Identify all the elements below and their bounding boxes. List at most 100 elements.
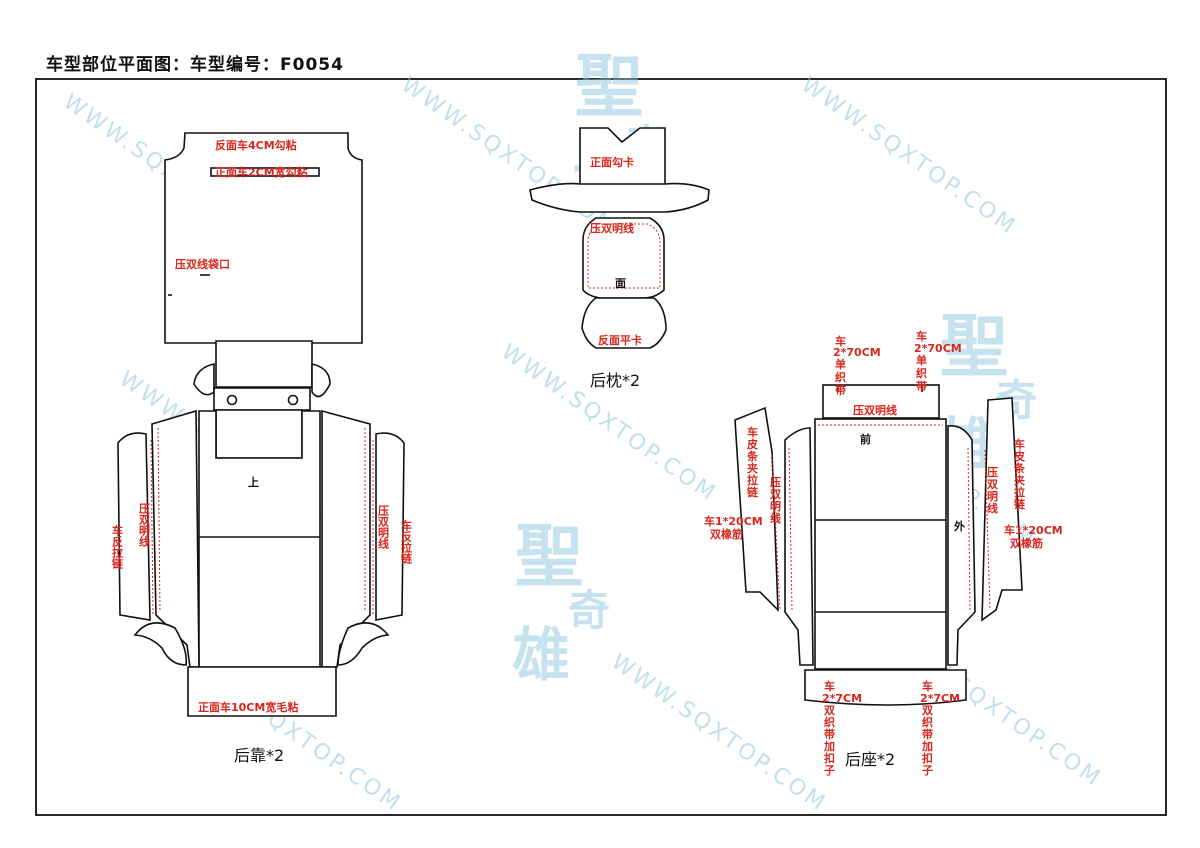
backrest-top-panel <box>164 132 363 344</box>
seat-right-outer-flap <box>981 397 1023 622</box>
svg-text:双橡筋: 双橡筋 <box>710 527 743 541</box>
svg-text:子: 子 <box>922 764 933 777</box>
backrest-top-note: 反面车4CM勾粘 <box>215 138 297 152</box>
svg-text:明: 明 <box>987 490 998 503</box>
svg-text:线: 线 <box>987 501 998 515</box>
seat-front-mark: 前 <box>860 432 871 446</box>
backrest-pocket-note: 压双线袋口 <box>175 257 230 271</box>
svg-text:车: 车 <box>922 679 933 693</box>
backrest-left-ear <box>193 363 215 396</box>
svg-text:双: 双 <box>770 488 781 501</box>
svg-text:条: 条 <box>746 449 759 463</box>
seat-left-side <box>784 427 814 666</box>
backrest-bottom-strip <box>187 666 337 717</box>
backrest-bottom-note: 正面车10CM宽毛粘 <box>198 700 298 714</box>
seat-front-seam: 压双明线 <box>853 403 897 417</box>
backrest-right-zip: 车反拉链 <box>400 519 413 565</box>
backrest-velcro-strip <box>210 167 320 177</box>
headrest-pattern: 正面勾卡 压双明线 面 反面平卡 后枕*2 <box>529 127 710 390</box>
svg-text:2*7CM: 2*7CM <box>920 692 960 705</box>
svg-text:加: 加 <box>921 739 933 753</box>
seat-strap-left-label: 车 2*70CM 单 织 带 <box>833 334 881 397</box>
svg-text:子: 子 <box>824 764 835 777</box>
page-title: 车型部位平面图：车型编号：F0054 <box>46 55 344 75</box>
svg-text:双橡筋: 双橡筋 <box>1010 536 1043 550</box>
svg-text:条: 条 <box>1013 461 1026 475</box>
svg-text:带: 带 <box>824 727 835 741</box>
svg-text:车: 车 <box>916 329 927 343</box>
seat-right-side-note: 车 皮 条 夹 拉 链 <box>1013 437 1026 511</box>
backrest-caption: 后靠*2 <box>234 746 284 765</box>
svg-text:雄: 雄 <box>512 621 570 689</box>
svg-text:单: 单 <box>835 357 846 371</box>
backrest-pattern: 反面车4CM勾粘 正面车2CM宽勾粘 压双线袋口 上 压双明线 车反拉链 压双明… <box>111 132 413 765</box>
backrest-left-flap <box>133 622 188 666</box>
svg-text:车: 车 <box>747 425 758 439</box>
svg-text:2*70CM: 2*70CM <box>833 346 881 359</box>
svg-text:织: 织 <box>922 715 933 729</box>
seat-bottom-left-note: 车 2*7CM 双 织 带 加 扣 子 <box>822 679 862 777</box>
backrest-right-ear <box>311 363 331 398</box>
svg-text:双: 双 <box>987 478 998 491</box>
svg-text:皮: 皮 <box>746 437 758 451</box>
svg-text:带: 带 <box>922 727 933 741</box>
headrest-caption: 后枕*2 <box>590 371 640 390</box>
svg-text:车: 车 <box>1014 437 1025 451</box>
backrest-right-zip-panel <box>375 432 405 621</box>
svg-text:压: 压 <box>987 465 998 479</box>
backrest-left-zip: 车反拉链 <box>111 524 124 570</box>
seat-left-seam-note: 压 双 明 线 <box>770 475 781 525</box>
svg-text:车: 车 <box>835 334 846 348</box>
svg-text:扣: 扣 <box>824 751 835 765</box>
seat-right-side <box>947 424 976 666</box>
svg-text:带: 带 <box>835 383 846 397</box>
svg-text:聖: 聖 <box>515 517 583 597</box>
watermark-text: WWW.SQXTOP.COM <box>797 72 1022 240</box>
svg-text:织: 织 <box>824 715 835 729</box>
svg-text:链: 链 <box>1014 497 1026 511</box>
headrest-seam-note: 压双明线 <box>590 221 634 235</box>
backrest-insert <box>215 409 303 459</box>
svg-text:聖: 聖 <box>940 307 1008 387</box>
brand-logo-watermark: 聖 奇 雄 <box>512 517 610 689</box>
svg-text:带: 带 <box>916 379 927 393</box>
svg-text:双: 双 <box>824 704 835 717</box>
backrest-right-seam: 压双明线 <box>377 504 390 550</box>
seat-outer-mark: 外 <box>953 519 965 533</box>
svg-text:扣: 扣 <box>922 751 933 765</box>
svg-text:线: 线 <box>770 511 781 525</box>
svg-text:聖: 聖 <box>575 47 643 127</box>
svg-text:织: 织 <box>916 366 927 380</box>
svg-text:皮: 皮 <box>1013 449 1025 463</box>
headrest-wing <box>529 182 710 213</box>
svg-text:奇: 奇 <box>568 586 610 635</box>
seat-left-outer-flap <box>734 406 779 613</box>
svg-text:车: 车 <box>824 679 835 693</box>
drawing-frame <box>35 78 1167 816</box>
svg-text:织: 织 <box>835 370 846 384</box>
svg-text:单: 单 <box>916 353 927 367</box>
seat-right-elastic-note: 车1*20CM 双橡筋 <box>1004 523 1063 550</box>
backrest-up-mark: 上 <box>248 475 259 489</box>
headrest-face-mark: 面 <box>615 277 626 290</box>
backrest-headrest-plate <box>213 387 311 411</box>
svg-text:车1*20CM: 车1*20CM <box>704 514 763 528</box>
backrest-left-zip-panel <box>117 432 151 621</box>
svg-text:车1*20CM: 车1*20CM <box>1004 523 1063 537</box>
seat-strap-right-label: 车 2*70CM 单 织 带 <box>914 329 962 393</box>
seat-front-strip <box>822 384 940 419</box>
seat-pattern: 车 2*70CM 单 织 带 车 2*70CM 单 织 带 压双明线 前 外 车… <box>704 329 1063 777</box>
svg-text:夹: 夹 <box>747 461 758 475</box>
seat-bottom-strip <box>804 669 967 706</box>
svg-text:明: 明 <box>770 500 781 513</box>
headrest-bottom-note: 反面平卡 <box>598 333 642 347</box>
seat-main-panel <box>814 418 947 670</box>
seat-bottom-right-note: 车 2*7CM 双 织 带 加 扣 子 <box>920 679 960 777</box>
seat-right-seam-note: 压 双 明 线 <box>987 465 998 515</box>
seat-left-side-note: 车 皮 条 夹 拉 链 <box>746 425 759 499</box>
svg-text:拉: 拉 <box>747 473 758 487</box>
svg-text:加: 加 <box>823 739 835 753</box>
backrest-neck-panel <box>215 340 313 388</box>
backrest-right-flap <box>337 622 390 666</box>
